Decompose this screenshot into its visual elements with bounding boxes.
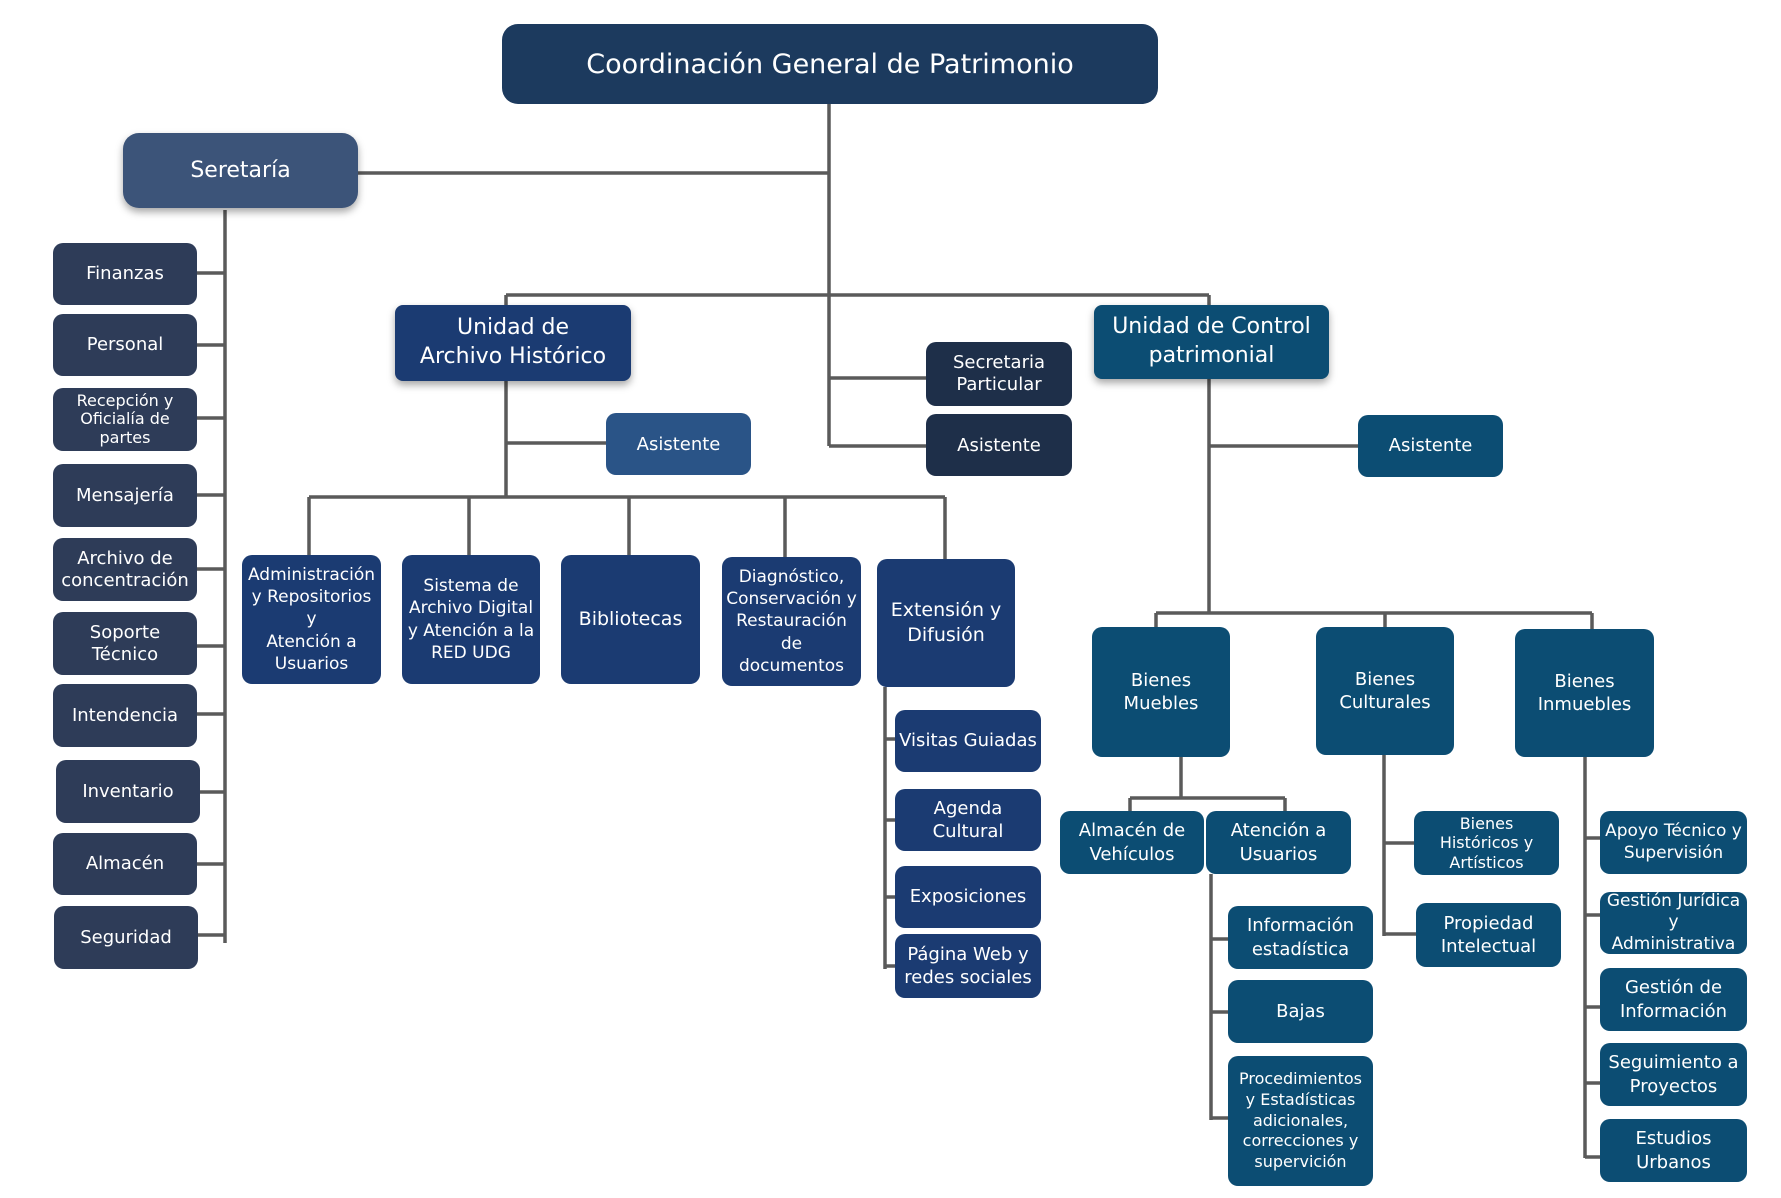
propiedad-intelectual-node: Propiedad Intelectual — [1416, 903, 1561, 967]
secretaria-node: Seretaría — [123, 133, 358, 208]
bienes-muebles-node: Bienes Muebles — [1092, 627, 1230, 757]
root-node: Coordinación General de Patrimonio — [502, 24, 1158, 104]
bienes-historicos-node: Bienes Históricos y Artísticos — [1414, 811, 1559, 875]
sistema-archivo-digital-node: Sistema de Archivo Digital y Atención a … — [402, 555, 540, 684]
gestion-informacion-node: Gestión de Información — [1600, 968, 1747, 1031]
almacen-node: Almacén — [53, 833, 197, 895]
secretaria-particular-node: Secretaria Particular — [926, 342, 1072, 406]
seguridad-node: Seguridad — [54, 906, 198, 969]
inventario-node: Inventario — [56, 760, 200, 823]
personal-node: Personal — [53, 314, 197, 376]
exposiciones-node: Exposiciones — [895, 866, 1041, 928]
visitas-guiadas-node: Visitas Guiadas — [895, 710, 1041, 772]
extension-difusion-node: Extensión y Difusión — [877, 559, 1015, 687]
almacen-vehiculos-node: Almacén de Vehículos — [1060, 811, 1204, 874]
mensajeria-node: Mensajería — [53, 464, 197, 527]
archivo-historico-node: Unidad de Archivo Histórico — [395, 305, 631, 381]
intendencia-node: Intendencia — [53, 684, 197, 747]
gestion-juridica-node: Gestión Jurídica y Administrativa — [1600, 891, 1747, 954]
archivo-concentracion-node: Archivo de concentración — [53, 538, 197, 601]
agenda-cultural-node: Agenda Cultural — [895, 789, 1041, 851]
bajas-node: Bajas — [1228, 980, 1373, 1043]
asistente-archivo-node: Asistente — [606, 413, 751, 475]
finanzas-node: Finanzas — [53, 243, 197, 305]
seguimiento-proyectos-node: Seguimiento a Proyectos — [1600, 1043, 1747, 1106]
control-patrimonial-node: Unidad de Control patrimonial — [1094, 305, 1329, 379]
procedimientos-node: Procedimientos y Estadísticas adicionale… — [1228, 1056, 1373, 1186]
apoyo-tecnico-node: Apoyo Técnico y Supervisión — [1600, 811, 1747, 874]
informacion-estadistica-node: Información estadística — [1228, 906, 1373, 969]
asistente-center-node: Asistente — [926, 414, 1072, 476]
bibliotecas-node: Bibliotecas — [561, 555, 700, 684]
soporte-tecnico-node: Soporte Técnico — [53, 612, 197, 675]
administracion-node: Administración y Repositorios y Atención… — [242, 555, 381, 684]
recepcion-node: Recepción y Oficialía de partes — [53, 388, 197, 451]
diagnostico-node: Diagnóstico, Conservación y Restauración… — [722, 557, 861, 686]
pagina-web-node: Página Web y redes sociales — [895, 934, 1041, 998]
estudios-urbanos-node: Estudios Urbanos — [1600, 1119, 1747, 1182]
asistente-control-node: Asistente — [1358, 415, 1503, 477]
atencion-usuarios-node: Atención a Usuarios — [1206, 811, 1351, 874]
bienes-inmuebles-node: Bienes Inmuebles — [1515, 629, 1654, 757]
bienes-culturales-node: Bienes Culturales — [1316, 627, 1454, 755]
